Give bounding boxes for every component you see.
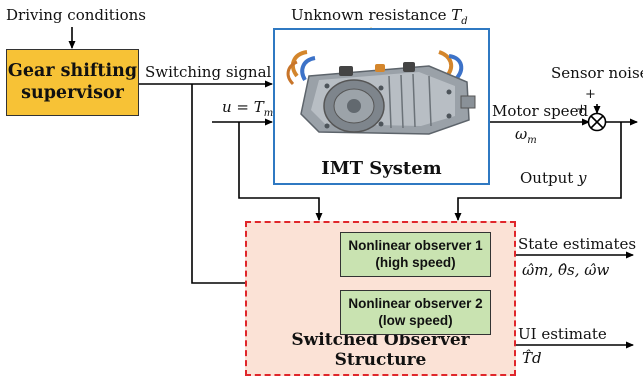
output-feedback-arrow	[454, 122, 622, 221]
observer-1-subtitle: (high speed)	[375, 254, 456, 270]
ui-estimate-value: T̂d	[522, 349, 542, 367]
motor-illustration	[286, 50, 476, 135]
sum-junction	[587, 112, 607, 132]
imt-system-label: IMT System	[321, 158, 442, 179]
observer-2-title: Nonlinear observer 2	[348, 295, 483, 311]
imt-system-block: IMT System	[273, 28, 490, 185]
nonlinear-observer-1: Nonlinear observer 1 (high speed)	[340, 232, 491, 277]
switched-observer-label: Switched Observer Structure	[291, 330, 470, 370]
control-input-branch	[238, 122, 323, 221]
sum-plus-top: +	[585, 87, 596, 102]
motor-speed-symbol: ωm	[515, 125, 537, 146]
state-estimates-values: ω̂m, θ̂s, ω̂w	[522, 261, 610, 279]
gear-supervisor-line1: Gear shifting	[7, 60, 138, 81]
gear-supervisor-line2: supervisor	[21, 82, 124, 103]
state-estimates-label: State estimates	[518, 235, 637, 253]
ui-estimate-label: UI estimate	[518, 325, 607, 343]
nonlinear-observer-2: Nonlinear observer 2 (low speed)	[340, 290, 491, 335]
gear-shifting-supervisor-block: Gear shifting supervisor	[6, 49, 139, 116]
sum-plus-left: +	[576, 102, 587, 117]
driving-conditions-label: Driving conditions	[6, 6, 147, 24]
observer-2-subtitle: (low speed)	[378, 312, 453, 328]
sensor-noise-label: Sensor noise f	[551, 64, 643, 82]
output-label: Output y	[520, 169, 587, 187]
switching-signal-label: Switching signal η	[145, 63, 285, 81]
unknown-resistance-label: Unknown resistance Td	[291, 6, 468, 27]
motor-speed-label: Motor speed	[492, 102, 589, 120]
control-input-label: u = Tm	[222, 98, 274, 119]
observer-1-title: Nonlinear observer 1	[348, 237, 483, 253]
